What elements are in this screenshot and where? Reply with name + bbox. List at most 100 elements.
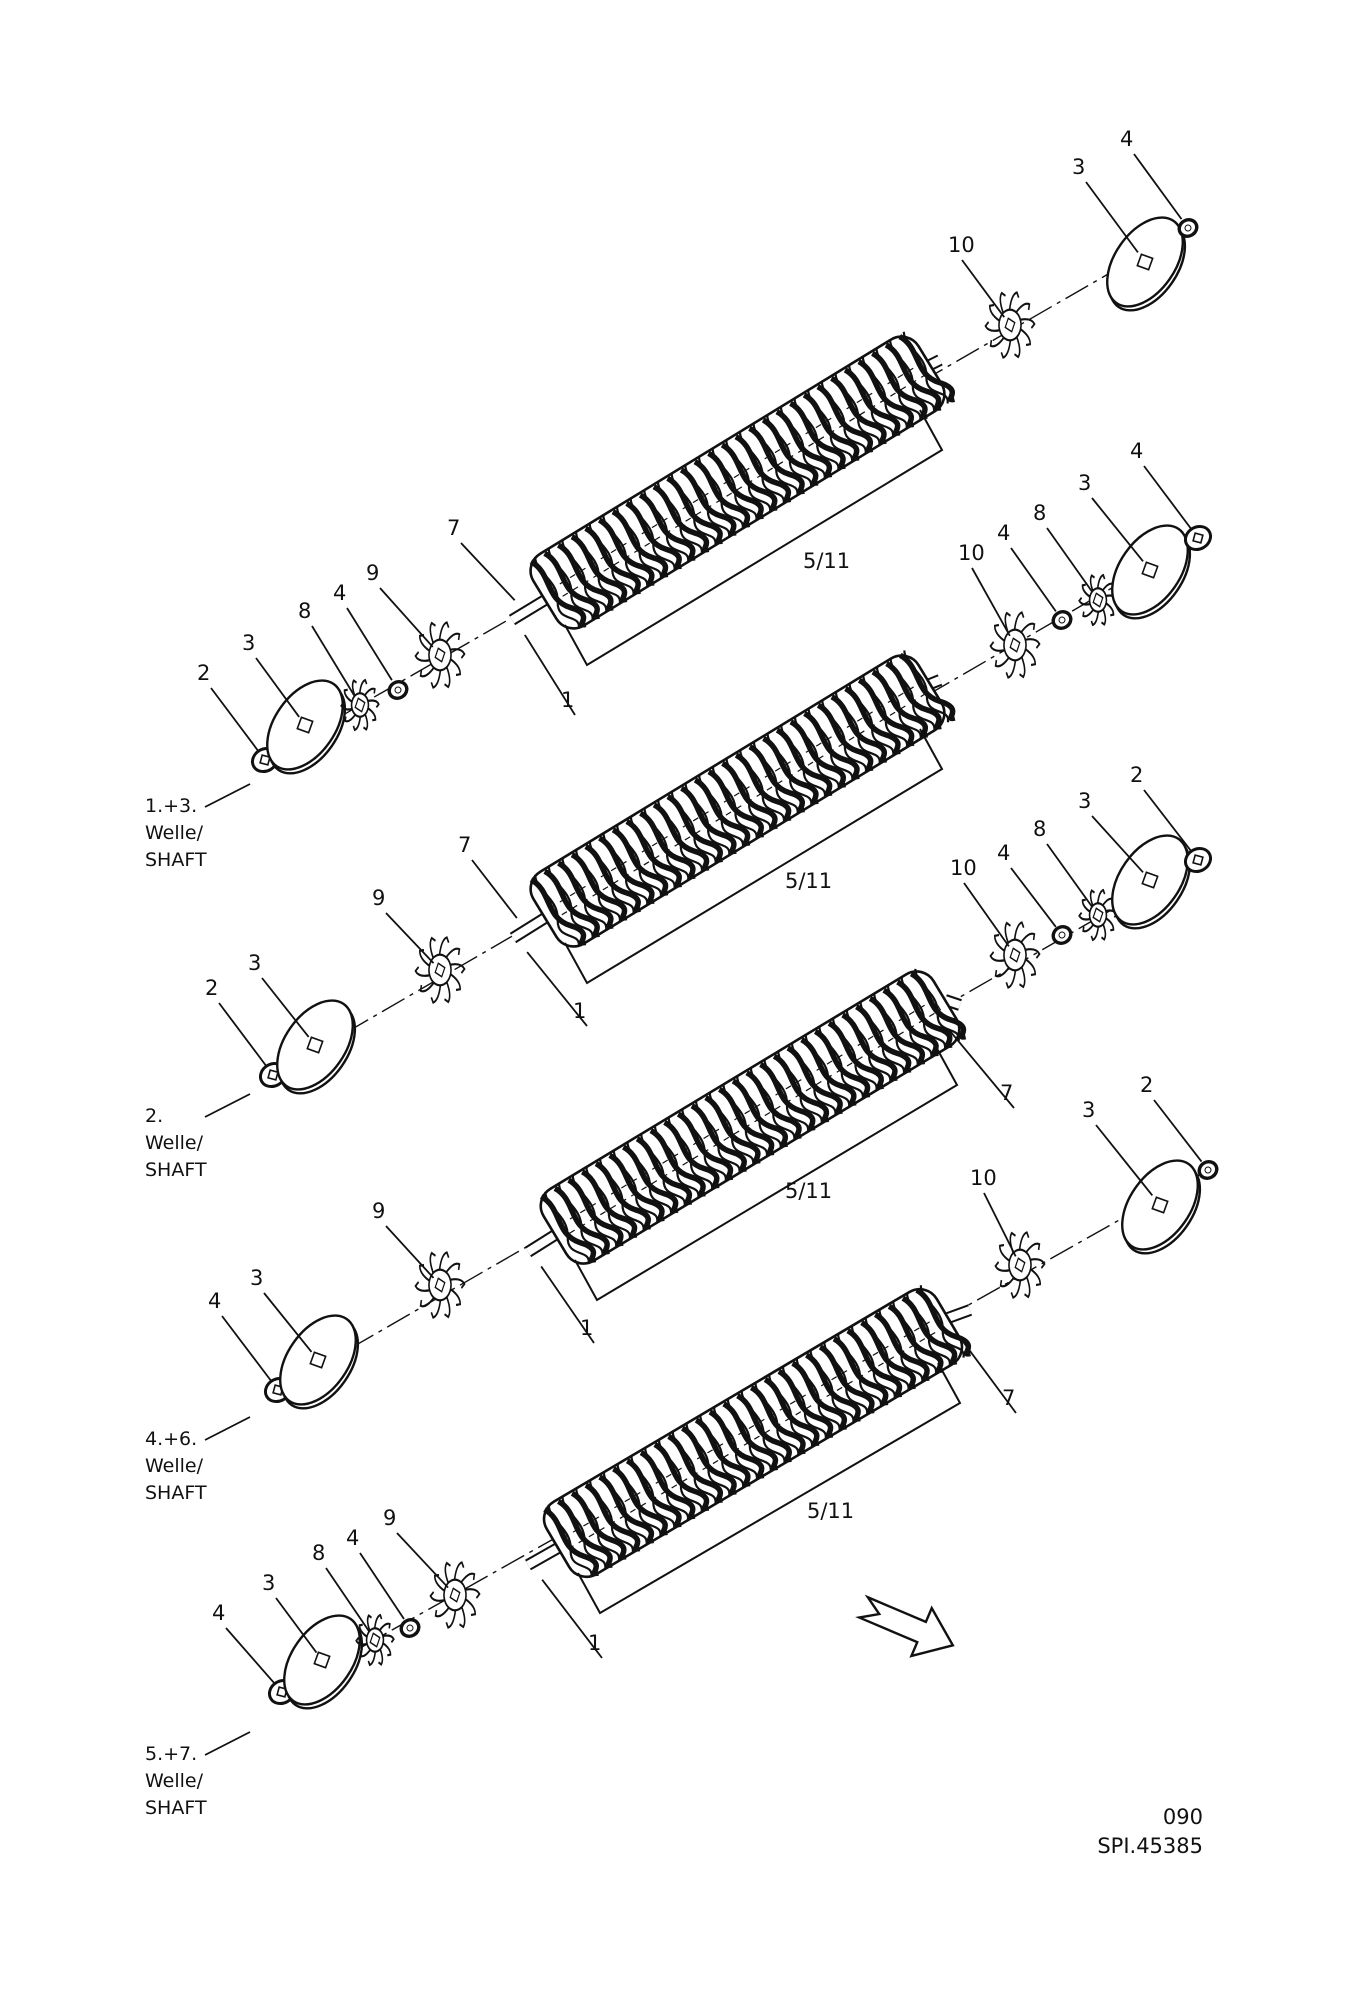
callout-right-tine: 10 — [950, 856, 977, 880]
leader-left-nut — [225, 1627, 276, 1685]
shaft-caption-line-2: Welle/ — [145, 1132, 204, 1154]
center-line — [264, 227, 1189, 761]
callout-key: 7 — [458, 833, 471, 857]
callout-right-tine: 10 — [970, 1166, 997, 1190]
leader-left-disc — [261, 977, 310, 1038]
right-disc — [1106, 216, 1187, 312]
leader-right-tine — [961, 259, 1005, 318]
leader-left-washer — [346, 607, 393, 681]
right-tine-rotor — [989, 921, 1041, 989]
leader-right-nut — [1143, 789, 1193, 853]
leader-left-tine — [385, 912, 435, 964]
center-line — [281, 1169, 1209, 1693]
left-tine-rotor — [414, 621, 466, 689]
leader-left-disc — [255, 657, 300, 718]
shaft-caption-line-1: 5.+7. — [145, 1743, 197, 1765]
direction-arrow-icon — [855, 1594, 955, 1658]
leader-right-disc — [1091, 815, 1144, 873]
left-star-wheel — [355, 1613, 395, 1667]
shaft-caption-line-3: SHAFT — [145, 849, 207, 871]
right-washer — [1051, 925, 1073, 945]
leader-left-nut — [218, 1002, 268, 1067]
brush-bracket — [564, 409, 944, 667]
right-nut — [1197, 1160, 1219, 1180]
callout-right-nut: 2 — [1140, 1073, 1153, 1097]
leader-left-star — [311, 625, 356, 696]
leader-left-nut — [221, 1315, 272, 1382]
callout-key: 7 — [1002, 1386, 1015, 1410]
leader-right-disc — [1091, 497, 1144, 562]
right-disc — [1121, 1159, 1202, 1255]
leader-right-nut — [1153, 1099, 1203, 1163]
callout-brush: 5/11 — [807, 1499, 854, 1523]
callout-brush: 5/11 — [785, 1179, 832, 1203]
callout-right-tine: 10 — [958, 541, 985, 565]
right-nut — [1183, 524, 1213, 552]
right-nut — [1177, 218, 1199, 238]
leader-left-star — [325, 1567, 370, 1632]
leader-right-nut — [1133, 153, 1183, 220]
callout-right-washer: 4 — [997, 841, 1010, 865]
brush-bracket — [577, 1362, 962, 1615]
callout-left-disc: 3 — [242, 631, 255, 655]
left-washer — [387, 680, 409, 700]
callout-left-washer: 4 — [346, 1526, 359, 1550]
callout-left-nut: 2 — [197, 661, 210, 685]
leader-right-tine — [983, 1192, 1017, 1257]
leader-right-star — [1046, 843, 1093, 908]
callout-right-nut: 4 — [1120, 127, 1133, 151]
callout-left-disc: 3 — [262, 1571, 275, 1595]
leader-right-disc — [1095, 1124, 1154, 1196]
brush-roller — [529, 650, 956, 948]
callout-shaft: 1 — [580, 1316, 593, 1340]
leader-right-washer — [1010, 547, 1057, 612]
right-tine-rotor — [984, 291, 1036, 359]
right-tine-rotor — [994, 1231, 1046, 1299]
leader-right-star — [1046, 527, 1093, 592]
callout-right-disc: 3 — [1072, 155, 1085, 179]
callout-left-tine: 9 — [383, 1506, 396, 1530]
shaft-caption-line-3: SHAFT — [145, 1159, 207, 1181]
left-disc — [276, 999, 357, 1095]
leader-key — [957, 1334, 1017, 1414]
leader-left-washer — [359, 1552, 405, 1620]
callout-shaft: 1 — [561, 688, 574, 712]
left-tine-rotor — [414, 1251, 466, 1319]
leader-shaft — [540, 1265, 595, 1344]
right-star-wheel — [1078, 888, 1118, 942]
left-star-wheel — [340, 678, 380, 732]
callout-shaft: 1 — [588, 1631, 601, 1655]
callout-key: 7 — [447, 516, 460, 540]
brush-bracket — [574, 1044, 959, 1302]
leader-left-tine — [379, 587, 434, 648]
shaft-caption-line-1: 2. — [145, 1105, 163, 1127]
leader-left-disc — [263, 1292, 313, 1353]
right-star-wheel — [1078, 573, 1118, 627]
callout-left-nut: 4 — [208, 1289, 221, 1313]
leader-left-tine — [396, 1532, 449, 1589]
shaft-caption-line-2: Welle/ — [145, 822, 204, 844]
leader-shaft — [526, 951, 588, 1027]
callout-right-disc: 3 — [1078, 789, 1091, 813]
shaft-caption-line-2: Welle/ — [145, 1455, 204, 1477]
shaft-caption-line-1: 1.+3. — [145, 795, 197, 817]
caption-leader — [204, 1416, 251, 1441]
callout-right-nut: 4 — [1130, 439, 1143, 463]
callout-right-disc: 3 — [1078, 471, 1091, 495]
left-tine-rotor — [429, 1561, 481, 1629]
callout-key: 7 — [1000, 1081, 1013, 1105]
shaft-assemblies: 23849715/1110341.+3.Welle/SHAFT239715/11… — [145, 127, 1219, 1819]
leader-right-washer — [1010, 867, 1057, 928]
shaft-caption-line-3: SHAFT — [145, 1482, 207, 1504]
shaft-caption-line-2: Welle/ — [145, 1770, 204, 1792]
callout-left-star: 8 — [298, 599, 311, 623]
leader-right-tine — [963, 882, 1010, 947]
brush-roller — [539, 968, 967, 1265]
leader-key — [948, 1029, 1015, 1109]
page-number: 090 — [1163, 1805, 1203, 1829]
shaft-caption-line-1: 4.+6. — [145, 1428, 197, 1450]
